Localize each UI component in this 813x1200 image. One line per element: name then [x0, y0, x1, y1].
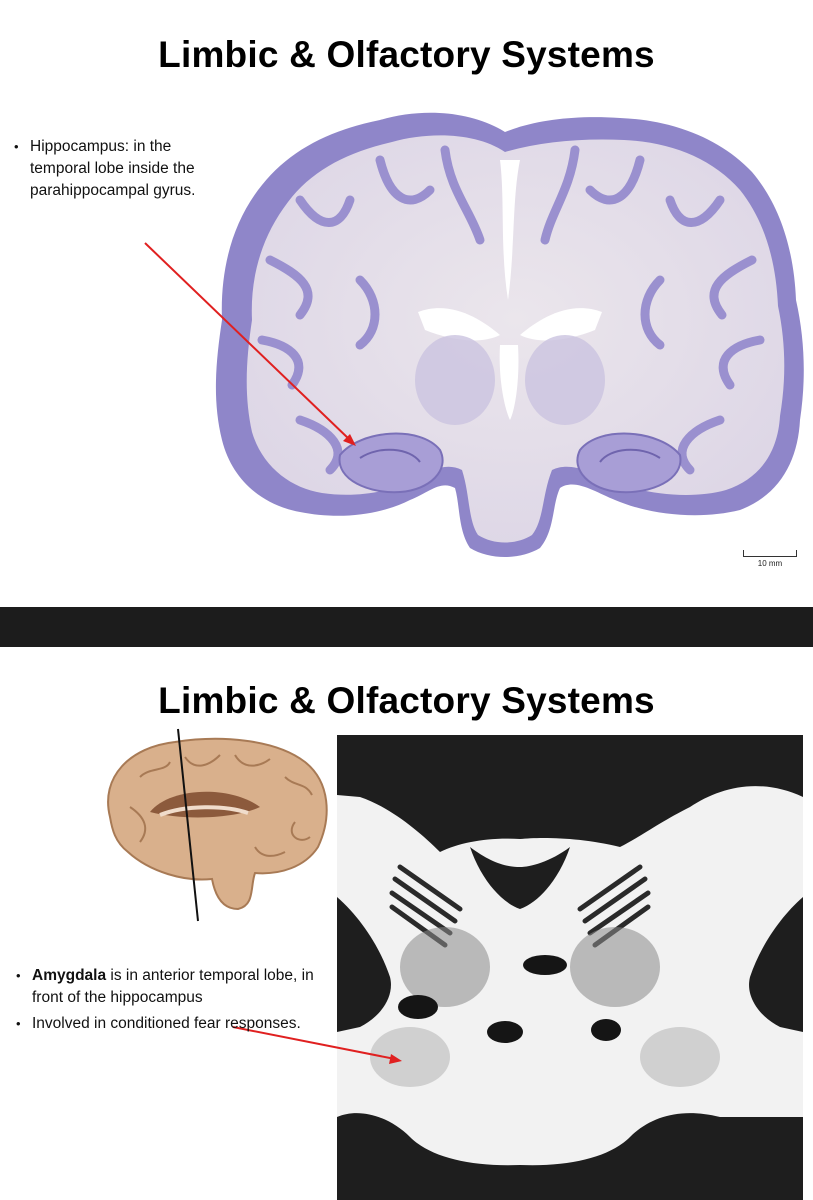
scale-bar: 10 mm — [740, 550, 800, 568]
amygdala-description: is in anterior temporal lobe, in front o… — [32, 967, 314, 1006]
amygdala-term: Amygdala — [32, 967, 107, 984]
amygdala-bullet: Amygdala is in anterior temporal lobe, i… — [10, 965, 330, 1009]
ventricles — [418, 160, 602, 420]
vessel-sections — [398, 955, 621, 1043]
hippocampus-bullet: Hippocampus: in the temporal lobe inside… — [8, 136, 208, 202]
amygdala-region — [370, 1027, 720, 1087]
slide-1: Limbic & Olfactory Systems Hippocampus: … — [0, 0, 813, 607]
hippocampus-right — [576, 432, 682, 494]
cut-plane-line — [177, 728, 199, 922]
gray-nuclei — [400, 927, 660, 1007]
sagittal-brain-figure — [107, 728, 328, 922]
slide-divider — [0, 607, 813, 647]
slide-1-bullet-list: Hippocampus: in the temporal lobe inside… — [8, 136, 208, 206]
slide-2: Limbic & Olfactory Systems — [0, 647, 813, 1200]
deep-nuclei — [415, 335, 605, 425]
hippocampus-left — [338, 432, 444, 494]
nissl-coronal-section-image — [144, 112, 804, 558]
scale-bar-label: 10 mm — [757, 559, 783, 568]
cortical-folds — [257, 145, 765, 475]
hippocampus-arrow — [144, 242, 356, 446]
sagittal-brain — [107, 737, 328, 911]
slide-1-title: Limbic & Olfactory Systems — [158, 34, 655, 75]
white-matter — [337, 735, 803, 1200]
slide-2-bullet-list: Amygdala is in anterior temporal lobe, i… — [10, 965, 330, 1039]
fear-response-bullet: Involved in conditioned fear responses. — [10, 1013, 330, 1035]
slide-2-title: Limbic & Olfactory Systems — [158, 680, 655, 721]
myelin-coronal-section-image — [232, 735, 803, 1200]
scale-bar-line — [743, 550, 797, 557]
